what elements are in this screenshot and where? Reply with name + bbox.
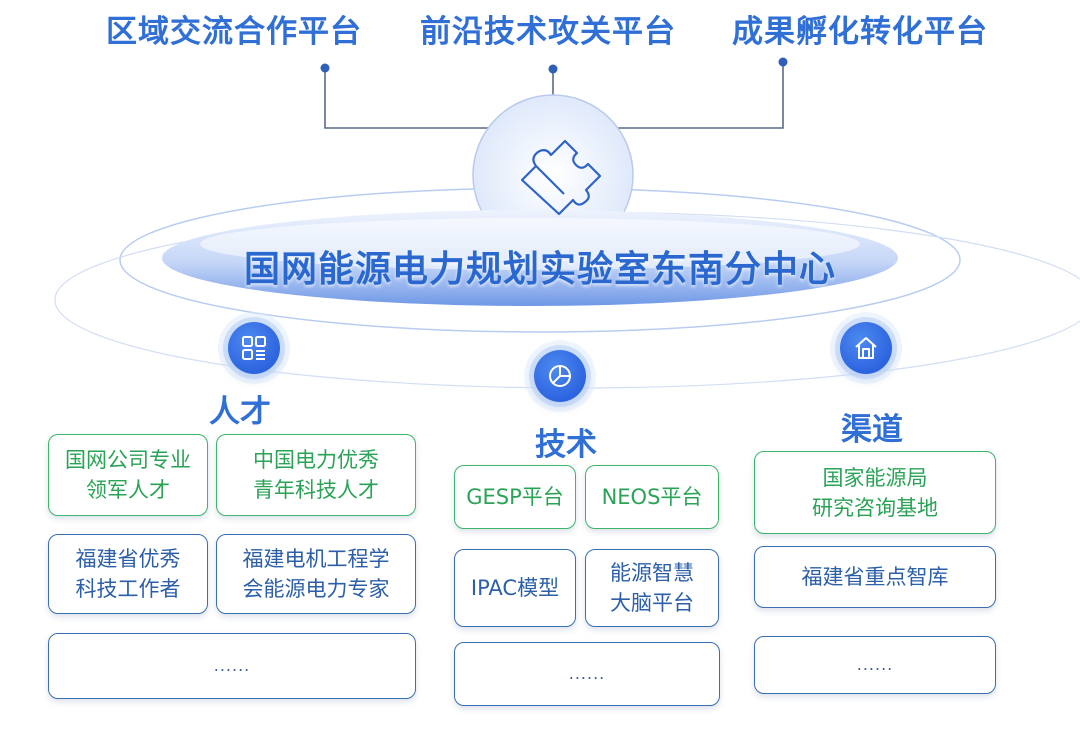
- pie-chart-icon: [534, 350, 586, 402]
- column-title-talent: 人才: [209, 394, 271, 430]
- column-title-channel: 渠道: [841, 412, 903, 448]
- puzzle-icon: [520, 139, 602, 216]
- talent-item-society-expert: 福建电机工程学 会能源电力专家: [216, 534, 416, 614]
- channel-item-fujian-think-tank: 福建省重点智库: [754, 546, 996, 608]
- center-title: 国网能源电力规划实验室东南分中心: [243, 249, 836, 290]
- grid-icon: [228, 322, 280, 374]
- talent-item-more: ......: [48, 633, 416, 699]
- talent-item-youth-talent: 中国电力优秀 青年科技人才: [216, 434, 416, 516]
- platform-frontier-tech: 前沿技术攻关平台: [420, 14, 676, 50]
- connector-dot-middle: [548, 64, 558, 74]
- talent-item-fujian-worker: 福建省优秀 科技工作者: [48, 534, 208, 614]
- platform-regional-exchange: 区域交流合作平台: [106, 14, 362, 50]
- connector-dot-right: [778, 57, 788, 67]
- tech-item-ipac: IPAC模型: [454, 549, 576, 627]
- house-icon: [840, 322, 892, 374]
- platform-achievement-incubation: 成果孵化转化平台: [732, 14, 988, 50]
- tech-item-energy-brain: 能源智慧 大脑平台: [585, 549, 719, 627]
- tech-item-more: ......: [454, 642, 720, 706]
- column-title-technology: 技术: [535, 427, 597, 463]
- talent-item-sgcc-leader: 国网公司专业 领军人才: [48, 434, 208, 516]
- channel-item-nea-base: 国家能源局 研究咨询基地: [754, 451, 996, 534]
- connector-dot-left: [320, 63, 330, 73]
- tech-item-gesp: GESP平台: [454, 465, 576, 529]
- channel-item-more: ......: [754, 636, 996, 694]
- tech-item-neos: NEOS平台: [585, 465, 719, 529]
